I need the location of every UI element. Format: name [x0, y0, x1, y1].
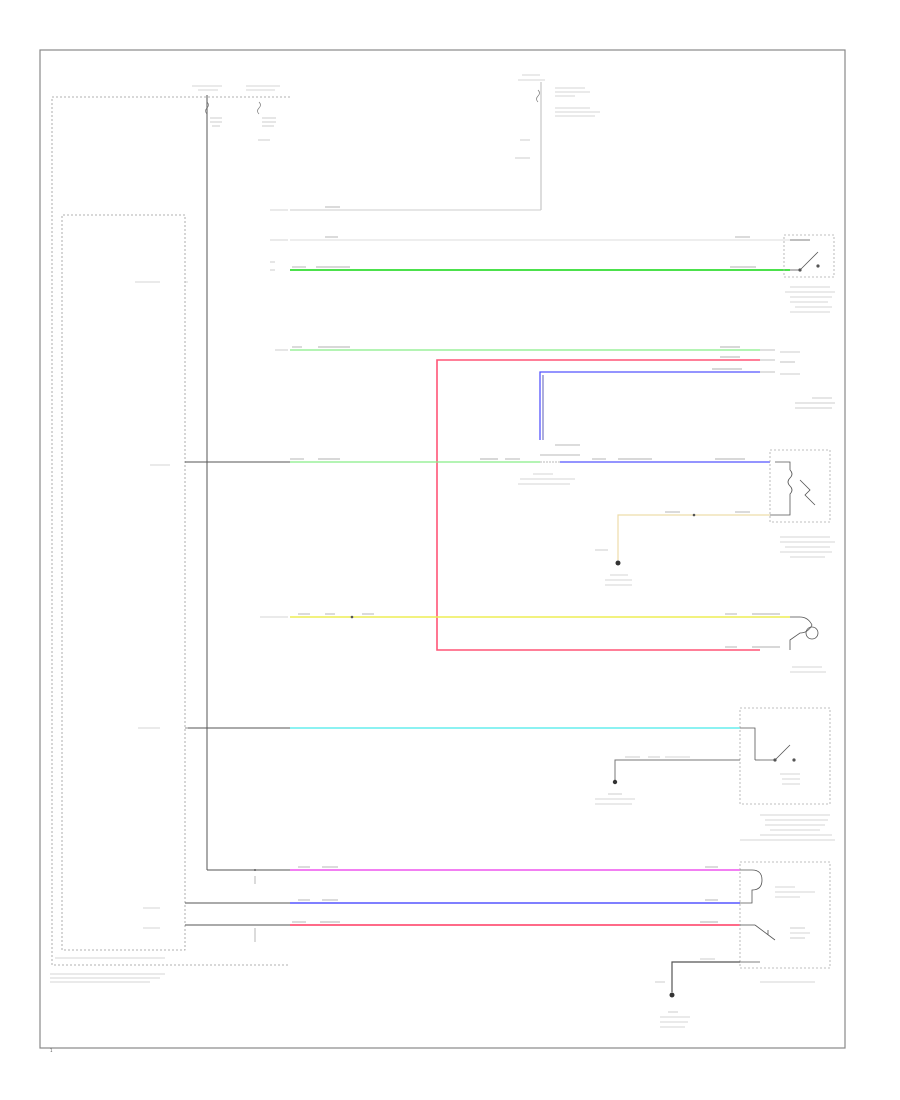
top-fuse-labels [515, 74, 600, 159]
ground-icon [669, 992, 675, 998]
page-number: 1 [50, 1048, 53, 1053]
control-module-boundary [51, 96, 290, 966]
wire-black-keyground [671, 961, 740, 992]
park-switch-icon [739, 707, 831, 805]
wire-pink-loop [436, 359, 760, 651]
ground-icon [612, 779, 618, 785]
key-ground-caption [655, 958, 715, 1028]
connector-icon [254, 513, 696, 871]
key-switch-icon [739, 861, 831, 969]
shift-lock-caption [790, 666, 826, 673]
brake-switch-icon [783, 234, 835, 278]
shift-lock-solenoid-icon [789, 616, 819, 650]
bottom-wire-labels [254, 866, 718, 942]
solenoid-caption [780, 536, 835, 558]
row-labels [135, 209, 288, 929]
wire-blue-sensor [539, 371, 760, 440]
park-switch-caption [740, 773, 835, 841]
ground-caption [595, 549, 632, 586]
fuse-icon [205, 89, 540, 115]
fuse-block-labels [192, 85, 280, 141]
wire-color-labels [290, 206, 780, 648]
splice-connector-icon [540, 444, 580, 463]
wire-black-feed [206, 95, 290, 871]
ground-icon [615, 560, 621, 566]
splice-caption [518, 473, 575, 485]
ground-caption-2 [595, 756, 690, 805]
module-caption-lines [50, 957, 165, 983]
page-border [39, 49, 846, 1049]
wire-grey-ground [614, 759, 740, 780]
module-pin-ticks [185, 281, 188, 729]
key-switch-caption [760, 886, 815, 983]
wire-yellow-ground [617, 514, 770, 560]
sensor-connector-icon [760, 349, 835, 409]
solenoid-icon [769, 449, 831, 523]
brake-switch-caption [785, 286, 835, 313]
